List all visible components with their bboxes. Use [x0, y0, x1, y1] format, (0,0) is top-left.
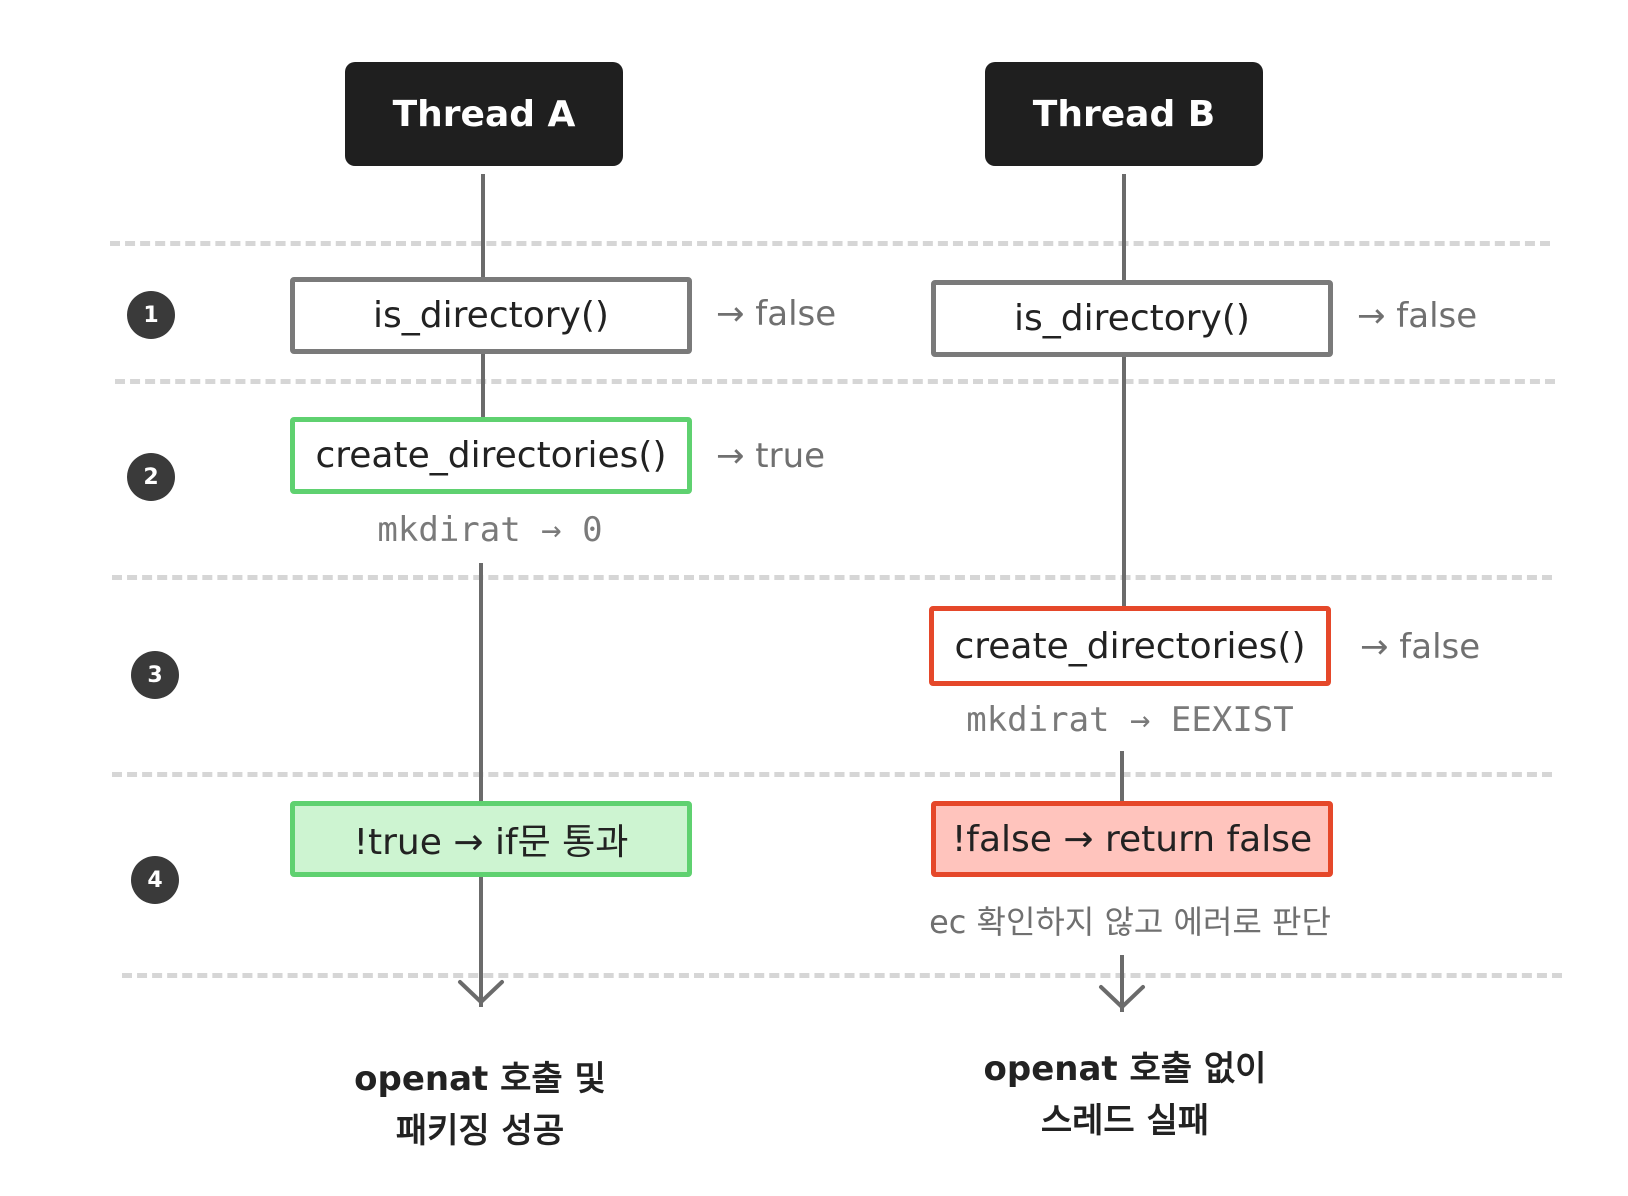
thread-b-header: Thread B	[985, 62, 1263, 166]
thread-b-create-directories-box: create_directories()	[929, 606, 1331, 686]
separator-3-4	[112, 772, 1552, 777]
thread-a-step2-result: → true	[716, 436, 826, 476]
thread-b-step3-result: → false	[1360, 627, 1481, 667]
thread-a-timeline-2	[481, 351, 485, 417]
thread-a-outcome: openat 호출 및 패키징 성공	[330, 1053, 630, 1157]
separator-1-2	[115, 379, 1555, 384]
thread-a-timeline-3	[479, 563, 483, 801]
thread-b-mkdirat-note: mkdirat → EEXIST	[966, 700, 1294, 740]
thread-a-arrow-icon	[458, 980, 504, 1004]
thread-a-check-label: !true → if문 통과	[353, 822, 629, 863]
thread-a-outcome-line2: 패키징 성공	[395, 1111, 565, 1151]
thread-b-title: Thread B	[1032, 93, 1216, 135]
separator-2-3	[112, 575, 1552, 580]
thread-b-error-note: ec 확인하지 않고 에러로 판단	[929, 903, 1331, 941]
thread-a-check-box: !true → if문 통과	[290, 801, 692, 877]
step-badge-1: 1	[127, 291, 175, 339]
thread-a-create-directories-box: create_directories()	[290, 417, 692, 494]
thread-b-is-directory-label: is_directory()	[1014, 298, 1250, 339]
thread-b-create-directories-label: create_directories()	[954, 625, 1306, 667]
thread-b-check-label: !false → return false	[951, 818, 1313, 860]
thread-b-outcome-line2: 스레드 실패	[1040, 1101, 1210, 1141]
thread-a-header: Thread A	[345, 62, 623, 166]
thread-b-timeline-1	[1122, 174, 1126, 280]
thread-b-step1-result: → false	[1357, 296, 1478, 336]
separator-top	[110, 241, 1550, 246]
thread-a-timeline-1	[481, 174, 485, 277]
thread-b-arrow-icon	[1099, 985, 1145, 1009]
thread-a-step1-result: → false	[716, 294, 837, 334]
thread-b-outcome: openat 호출 없이 스레드 실패	[965, 1043, 1285, 1147]
thread-a-title: Thread A	[392, 93, 576, 135]
thread-a-timeline-4	[479, 877, 483, 1007]
thread-b-outcome-line1: openat 호출 없이	[983, 1049, 1267, 1089]
thread-a-mkdirat-note: mkdirat → 0	[377, 510, 603, 550]
separator-bottom	[122, 973, 1562, 978]
step-badge-3: 3	[131, 651, 179, 699]
step-badge-2: 2	[127, 453, 175, 501]
thread-b-is-directory-box: is_directory()	[931, 280, 1333, 357]
thread-b-timeline-4	[1120, 955, 1124, 1012]
thread-a-create-directories-label: create_directories()	[315, 435, 667, 476]
thread-b-check-box: !false → return false	[931, 801, 1333, 877]
thread-b-timeline-3	[1120, 751, 1124, 801]
thread-b-timeline-2	[1122, 354, 1126, 606]
thread-a-is-directory-box: is_directory()	[290, 277, 692, 354]
thread-a-is-directory-label: is_directory()	[373, 295, 609, 336]
thread-a-outcome-line1: openat 호출 및	[354, 1059, 606, 1099]
step-badge-4: 4	[131, 856, 179, 904]
